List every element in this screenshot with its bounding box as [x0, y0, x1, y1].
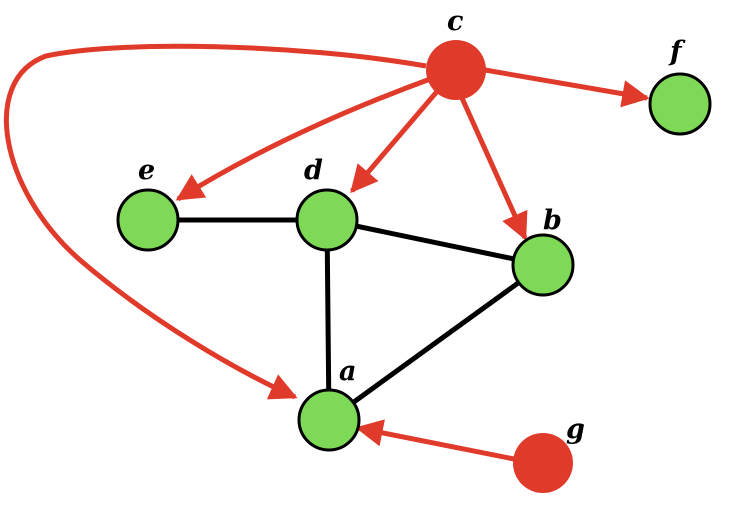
edge-c-f	[484, 67, 650, 108]
node-labels: c f e d b a g	[138, 6, 686, 445]
label-d: d	[304, 155, 323, 186]
edge-d-b	[326, 217, 544, 268]
edge-c-b	[459, 96, 528, 241]
label-c: c	[447, 6, 463, 37]
directed-edges	[3, 43, 650, 462]
nodes	[116, 40, 712, 493]
node-a	[297, 388, 361, 452]
label-f: f	[668, 36, 686, 67]
node-b	[511, 233, 575, 297]
node-f	[648, 72, 712, 136]
edge-b-a	[327, 262, 545, 423]
edge-d-a	[324, 219, 332, 421]
edge-g-a	[355, 419, 515, 462]
undirected-edges	[148, 217, 545, 423]
edge-c-d	[350, 86, 442, 194]
edge-c-e	[175, 75, 434, 202]
node-d	[295, 188, 359, 252]
node-g	[513, 433, 573, 493]
label-e: e	[138, 155, 155, 186]
edge-c-a	[3, 43, 427, 400]
label-a: a	[339, 356, 357, 387]
label-g: g	[566, 414, 585, 445]
node-e	[116, 188, 180, 252]
node-c	[426, 40, 486, 100]
label-b: b	[543, 205, 562, 236]
